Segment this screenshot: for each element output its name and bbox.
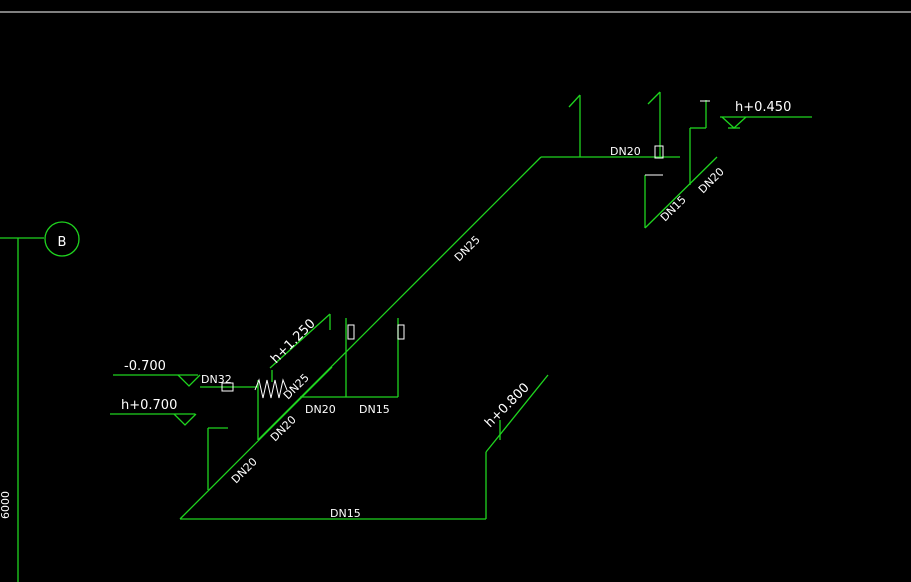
valve-mid-1 bbox=[347, 324, 355, 340]
size-label-dn20-lower: DN20 bbox=[229, 455, 260, 486]
size-label-dn15-bottom: DN15 bbox=[330, 507, 361, 520]
size-label-dn15-mid: DN15 bbox=[359, 403, 390, 416]
pipe-dn20-lower bbox=[179, 366, 333, 520]
elev-label-0450: h+0.450 bbox=[735, 100, 791, 115]
flex-joint bbox=[254, 378, 288, 399]
size-label-dn25-upper: DN25 bbox=[452, 233, 483, 264]
grid-bubble-b bbox=[44, 221, 80, 257]
size-label-dn20-mid-a: DN20 bbox=[305, 403, 336, 416]
elev-triangle-neg0700 bbox=[177, 374, 201, 387]
riser-top-1-tick bbox=[568, 94, 581, 108]
elev-label-0800: h+0.800 bbox=[482, 380, 532, 430]
size-label-dn15-right: DN15 bbox=[658, 193, 689, 224]
size-label-dn20-mid-b: DN20 bbox=[268, 413, 299, 444]
grid-bubble-label: B bbox=[58, 235, 67, 250]
valve-right-1 bbox=[654, 145, 664, 159]
size-label-dn20-top: DN20 bbox=[610, 145, 641, 158]
size-label-dn20-right: DN20 bbox=[696, 165, 727, 196]
pipe-bottom-right-diag bbox=[485, 374, 549, 453]
elev-triangle-0450 bbox=[721, 116, 747, 129]
dimension-label: 6000 bbox=[0, 491, 12, 519]
pipe-dn15-right bbox=[644, 156, 718, 229]
elev-triangle-0700 bbox=[173, 413, 197, 426]
size-label-dn32: DN32 bbox=[201, 373, 232, 386]
valve-mid-2 bbox=[397, 324, 405, 340]
elev-leader-1250 bbox=[269, 313, 331, 369]
elev-label-neg0700: -0.700 bbox=[124, 359, 166, 374]
elev-label-1250: h+1.250 bbox=[268, 316, 318, 366]
pipe-dn25-main bbox=[257, 156, 542, 441]
water-meter bbox=[221, 382, 234, 392]
elev-label-0700: h+0.700 bbox=[121, 398, 177, 413]
riser-top-2-tick bbox=[647, 91, 661, 105]
